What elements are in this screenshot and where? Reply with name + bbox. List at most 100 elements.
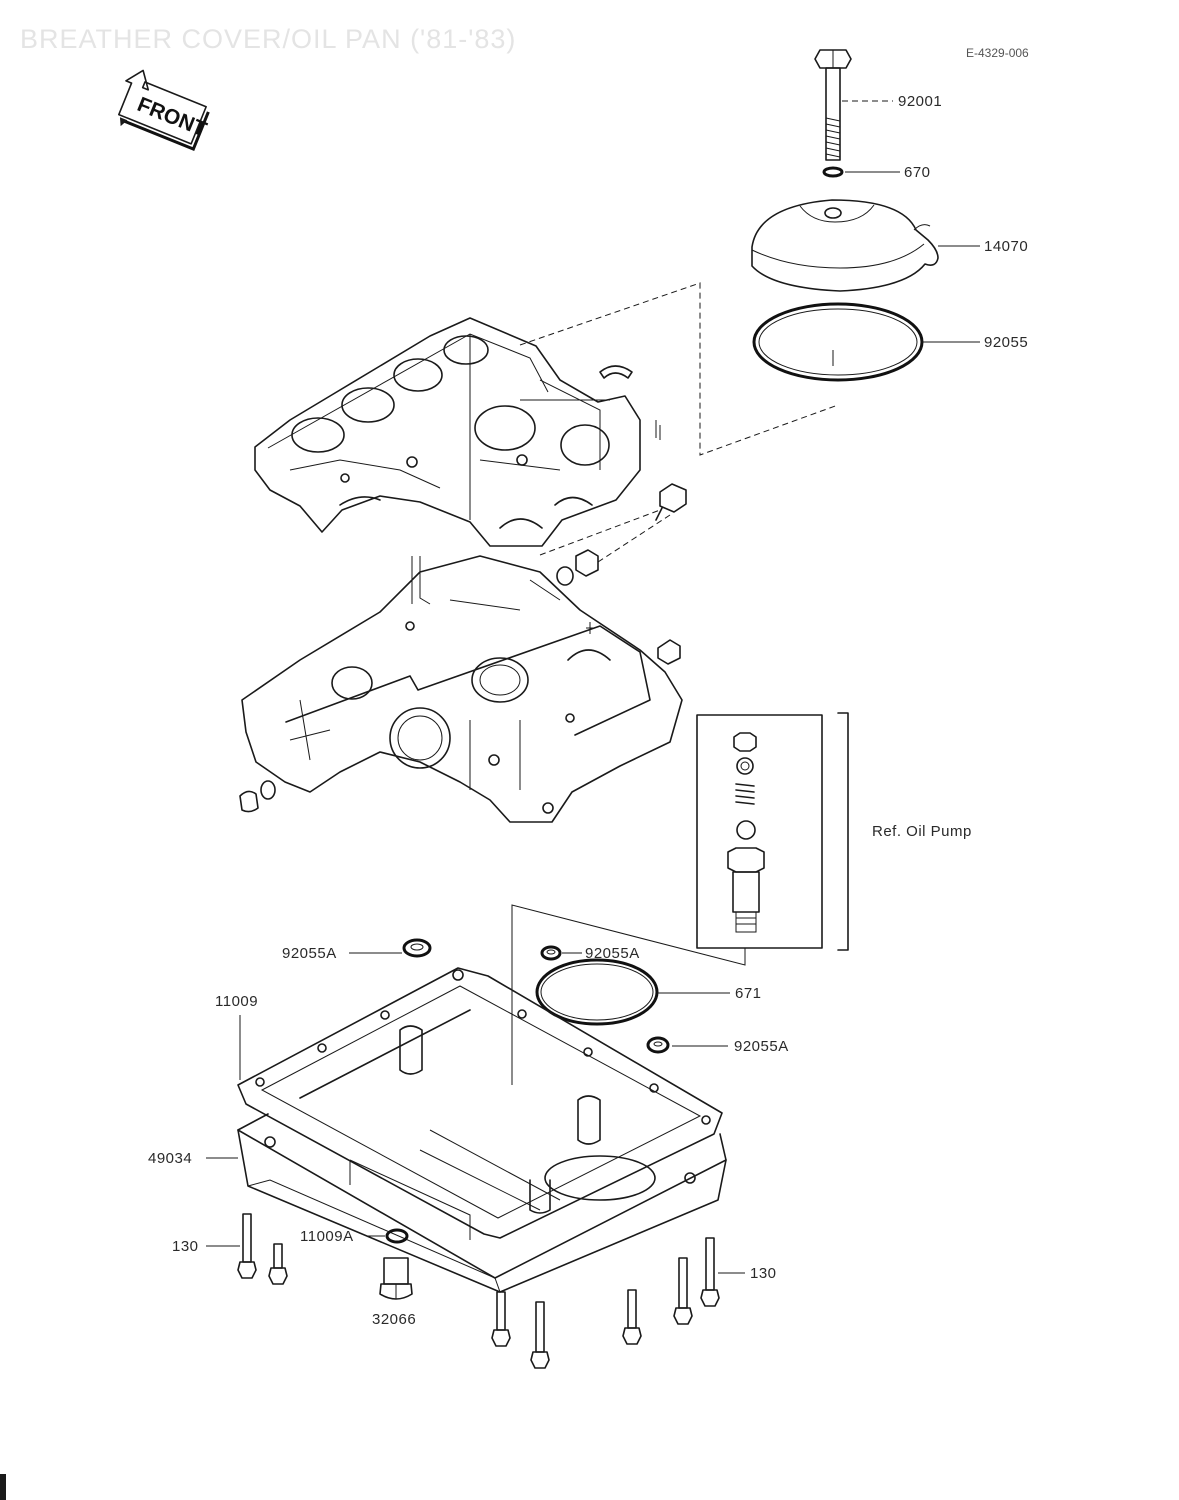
pan-bolt: [237, 1213, 257, 1279]
bolt-head: [622, 1327, 642, 1345]
callout-670: 670: [904, 164, 931, 181]
diagram-title: BREATHER COVER/OIL PAN ('81-'83): [20, 24, 516, 54]
bolt-shank: [535, 1301, 545, 1353]
washer-670: [822, 166, 844, 178]
lower-bolt-hole-3: [565, 713, 575, 723]
pan-bolts-left: [237, 1213, 288, 1285]
gasket-outer: [752, 302, 924, 382]
lower-crankcase-rail: [285, 625, 651, 736]
callout-11009: 11009: [215, 993, 258, 1010]
upper-ring-part: [599, 365, 633, 379]
bolt-shank: [273, 1243, 283, 1269]
upper-bearing-2: [560, 424, 610, 466]
lower-left-plug: [239, 790, 259, 813]
callout-130-left: 130: [172, 1238, 199, 1255]
relief-valve-threads: [735, 911, 757, 933]
front-arrow-down-icon: [119, 117, 128, 127]
pan-bolt: [700, 1237, 720, 1307]
front-label: FRONT: [134, 93, 210, 141]
lower-bolt-hole-1: [488, 754, 500, 766]
pan-bolt: [530, 1301, 550, 1369]
lower-oil-passage: [411, 556, 431, 605]
bolt-head: [237, 1261, 257, 1279]
oil-pan-strainer-well: [544, 1155, 656, 1201]
o-ring-671: [535, 958, 659, 1026]
callout-32066: 32066: [372, 1311, 416, 1328]
upper-bore-1: [291, 417, 345, 453]
oil-pump-reference-note: Ref. Oil Pump: [872, 823, 972, 840]
upper-crankcase: [254, 317, 687, 556]
relief-valve-nut: [733, 732, 757, 752]
gasket-inner: [758, 308, 918, 376]
fitting-body: [655, 507, 663, 521]
bolt-shank: [705, 1237, 715, 1291]
assembly-line-oil-pump: [511, 904, 746, 1085]
oil-pump-reference-group: Ref. Oil Pump: [696, 712, 972, 951]
bolt-shank: [242, 1213, 252, 1263]
lower-bearing-3: [331, 666, 373, 700]
callout-14070: 14070: [984, 238, 1028, 255]
washer-92055a-left: [402, 938, 432, 958]
gasket-hole-4: [255, 1077, 265, 1087]
bolt-head: [700, 1289, 720, 1307]
relief-valve-ball: [736, 820, 756, 840]
drain-plug-body: [383, 1257, 409, 1285]
lower-fitting: [556, 549, 599, 586]
lower-left-o-ring: [260, 780, 276, 800]
oil-pan-rim: [237, 1009, 727, 1279]
assembly-line-cover: [519, 282, 839, 456]
upper-crankcase-deck: [267, 333, 549, 520]
gasket-outer-edge: [237, 967, 723, 1239]
callout-92001: 92001: [898, 93, 942, 110]
drain-plug-head: [379, 1283, 413, 1300]
fitting-hex: [659, 483, 687, 513]
bolt-shank: [678, 1257, 688, 1309]
lower-bearing-1-inner: [397, 715, 443, 761]
page-edge-mark: [0, 1474, 6, 1500]
upper-bearing-saddles: [339, 496, 593, 529]
o-ring-inner: [540, 963, 654, 1021]
oil-pan-boss-3: [529, 1179, 551, 1214]
upper-fitting: [655, 483, 687, 521]
bolt-shank: [825, 67, 841, 161]
oil-pan-49034: [237, 1009, 727, 1293]
relief-valve-body-hex: [727, 847, 765, 873]
pan-bolt: [491, 1291, 511, 1347]
bolt-threads: [825, 117, 841, 158]
lower-bearing-1-outer: [389, 707, 451, 769]
gasket-hole-3: [317, 1043, 327, 1053]
breather-cover-top: [799, 204, 875, 223]
callout-92055a-mid: 92055A: [585, 945, 640, 962]
callout-92055a-right: 92055A: [734, 1038, 789, 1055]
pan-bolt: [673, 1257, 693, 1325]
lower-bearing-2-inner: [479, 664, 521, 696]
fitting-assembly-line: [539, 509, 661, 556]
upper-bore-4: [443, 335, 489, 365]
pan-bolt: [268, 1243, 288, 1285]
oil-pan-hole-1: [264, 1136, 276, 1148]
washer-outer: [646, 1036, 670, 1054]
upper-crankcase-ribs: [289, 379, 610, 489]
gasket-hole-7: [649, 1083, 659, 1093]
upper-bolt-hole-3: [340, 473, 350, 483]
upper-bolt-hole-1: [406, 456, 418, 468]
front-arrow-outline: [118, 69, 207, 145]
washer-inner: [546, 949, 556, 955]
oil-pan-baffle-1: [349, 1159, 471, 1240]
breather-cover-tab: [913, 224, 931, 231]
lower-dowel-pin: [586, 622, 594, 634]
lower-right-plug: [657, 639, 681, 665]
callout-49034: 49034: [148, 1150, 192, 1167]
oil-pan-hole-2: [684, 1172, 696, 1184]
relief-valve-ring: [736, 757, 754, 775]
bolt-92001: [814, 49, 852, 161]
upper-dowel-pins: [655, 420, 661, 440]
oil-pump-bracket: [837, 712, 849, 951]
front-direction-marker: FRONT: [118, 69, 210, 151]
oil-pan-boss-1: [399, 1025, 423, 1075]
breather-cover-dome: [751, 199, 939, 292]
relief-valve-body: [732, 871, 760, 913]
gasket-hole-8: [701, 1115, 711, 1125]
bolt-shank: [496, 1291, 506, 1331]
upper-crankcase-outline: [254, 317, 641, 547]
